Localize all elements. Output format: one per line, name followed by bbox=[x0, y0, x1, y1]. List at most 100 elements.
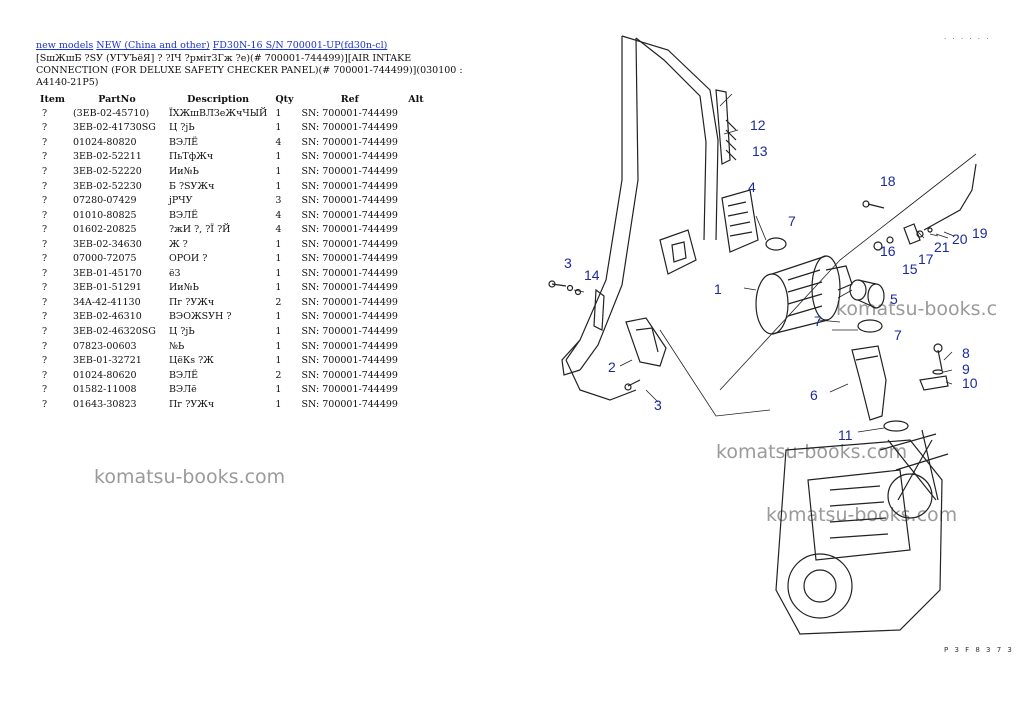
cell-description: ВЭЛё bbox=[168, 384, 197, 396]
cell-item: ? bbox=[42, 355, 48, 367]
cell-description: ОРОИ ? bbox=[168, 253, 208, 265]
cell-qty: 1 bbox=[275, 238, 282, 250]
cell-ref: SN: 700001-744499 bbox=[301, 122, 398, 134]
cell-ref: SN: 700001-744499 bbox=[301, 296, 398, 308]
callout-20: 20 bbox=[952, 231, 968, 247]
cell-item: ? bbox=[42, 238, 48, 250]
callout-12: 12 bbox=[750, 117, 766, 133]
cell-item: ? bbox=[42, 369, 48, 381]
cell-partno: 3EB-01-32721 bbox=[72, 355, 142, 367]
cell-qty: 1 bbox=[275, 282, 282, 294]
cell-item: ? bbox=[42, 209, 48, 221]
callout-11: 11 bbox=[838, 427, 853, 443]
cell-ref: SN: 700001-744499 bbox=[301, 384, 398, 396]
cell-ref: SN: 700001-744499 bbox=[301, 340, 398, 352]
cell-alt bbox=[402, 324, 430, 339]
cell-alt bbox=[402, 382, 430, 397]
cell-qty: 4 bbox=[275, 224, 282, 236]
cell-qty: 1 bbox=[275, 122, 282, 134]
parts-panel: new models NEW (China and other) FD30N-1… bbox=[36, 40, 496, 411]
breadcrumb: new models NEW (China and other) FD30N-1… bbox=[36, 40, 496, 52]
cell-ref: SN: 700001-744499 bbox=[301, 195, 398, 207]
cell-alt bbox=[402, 310, 430, 325]
cell-description: ?жИ ?, ?Ї ?Й bbox=[168, 224, 231, 236]
cell-ref: SN: 700001-744499 bbox=[301, 398, 398, 410]
cell-partno: 01643-30823 bbox=[72, 398, 137, 410]
cell-description: јРЧУ bbox=[168, 195, 193, 207]
callout-17: 19 bbox=[972, 225, 988, 241]
cell-partno: 3EB-02-52211 bbox=[72, 151, 142, 163]
callout-16: 17 bbox=[918, 251, 934, 267]
cell-qty: 1 bbox=[275, 253, 282, 265]
cell-partno: 3EB-02-41730SG bbox=[72, 122, 156, 134]
cell-ref: SN: 700001-744499 bbox=[301, 224, 398, 236]
cell-qty: 1 bbox=[275, 355, 282, 367]
cell-qty: 2 bbox=[275, 369, 282, 381]
cell-description: ПьТфЖч bbox=[168, 151, 214, 163]
cell-alt bbox=[402, 368, 430, 383]
breadcrumb-link-region[interactable]: NEW (China and other) bbox=[96, 40, 210, 51]
cell-partno: 3EB-02-34630 bbox=[72, 238, 142, 250]
cell-ref: SN: 700001-744499 bbox=[301, 136, 398, 148]
callout-21: 21 bbox=[934, 239, 950, 255]
cell-alt bbox=[402, 281, 430, 296]
callout-3: 3 bbox=[654, 397, 662, 413]
cell-description: Пг ?УЖч bbox=[168, 296, 215, 308]
cell-partno: (3EB-02-45710) bbox=[72, 107, 150, 119]
cell-alt bbox=[402, 295, 430, 310]
breadcrumb-link-model[interactable]: FD30N-16 S/N 700001-UP(fd30n-cl) bbox=[212, 40, 388, 51]
cell-item: ? bbox=[42, 267, 48, 279]
cell-partno: 01602-20825 bbox=[72, 224, 137, 236]
cell-item: ? bbox=[42, 180, 48, 192]
header-description: Description bbox=[187, 93, 250, 105]
cell-partno: 07000-72075 bbox=[72, 253, 137, 265]
cell-item: ? bbox=[42, 122, 48, 134]
cell-item: ? bbox=[42, 195, 48, 207]
cell-ref: SN: 700001-744499 bbox=[301, 151, 398, 163]
cell-alt bbox=[402, 237, 430, 252]
cell-alt bbox=[402, 179, 430, 194]
callout-3: 3 bbox=[564, 255, 572, 271]
callout-7: 7 bbox=[814, 313, 822, 329]
cell-alt bbox=[402, 121, 430, 136]
cell-alt bbox=[402, 251, 430, 266]
cell-item: ? bbox=[42, 282, 48, 294]
cell-partno: 3EB-02-52220 bbox=[72, 165, 142, 177]
callout-7: 7 bbox=[894, 327, 902, 343]
callout-2: 2 bbox=[608, 359, 616, 375]
parts-diagram: 12 13 4 7 1 3 14 2 3 7 5 7 6 8 9 10 11 1… bbox=[548, 35, 988, 635]
cell-description: ВЭОЖЅУН ? bbox=[168, 311, 232, 323]
header-partno: PartNo bbox=[98, 93, 136, 105]
cell-description: Пг ?УЖч bbox=[168, 398, 215, 410]
cell-qty: 1 bbox=[275, 384, 282, 396]
table-row: ? 01643-30823 Пг ?УЖч 1 SN: 700001-744499 bbox=[36, 397, 430, 412]
cell-qty: 1 bbox=[275, 151, 282, 163]
cell-item: ? bbox=[42, 340, 48, 352]
callout-8: 8 bbox=[962, 345, 970, 361]
cell-qty: 1 bbox=[275, 398, 282, 410]
cell-alt bbox=[402, 208, 430, 223]
breadcrumb-link-new-models[interactable]: new models bbox=[36, 40, 94, 51]
cell-alt bbox=[402, 106, 430, 121]
cell-description: ё3 bbox=[168, 267, 181, 279]
cell-partno: 01024-80820 bbox=[72, 136, 137, 148]
watermark: komatsu-books.com bbox=[716, 441, 908, 463]
cell-qty: 1 bbox=[275, 165, 282, 177]
cell-alt bbox=[402, 353, 430, 368]
cell-ref: SN: 700001-744499 bbox=[301, 311, 398, 323]
watermark: komatsu-books.com bbox=[94, 466, 286, 488]
callout-13: 13 bbox=[752, 143, 768, 159]
cell-ref: SN: 700001-744499 bbox=[301, 107, 398, 119]
cell-alt bbox=[402, 164, 430, 179]
cell-description: №Ь bbox=[168, 340, 185, 352]
cell-alt bbox=[402, 339, 430, 354]
cell-qty: 4 bbox=[275, 136, 282, 148]
cell-partno: 07280-07429 bbox=[72, 195, 137, 207]
cell-item: ? bbox=[42, 398, 48, 410]
